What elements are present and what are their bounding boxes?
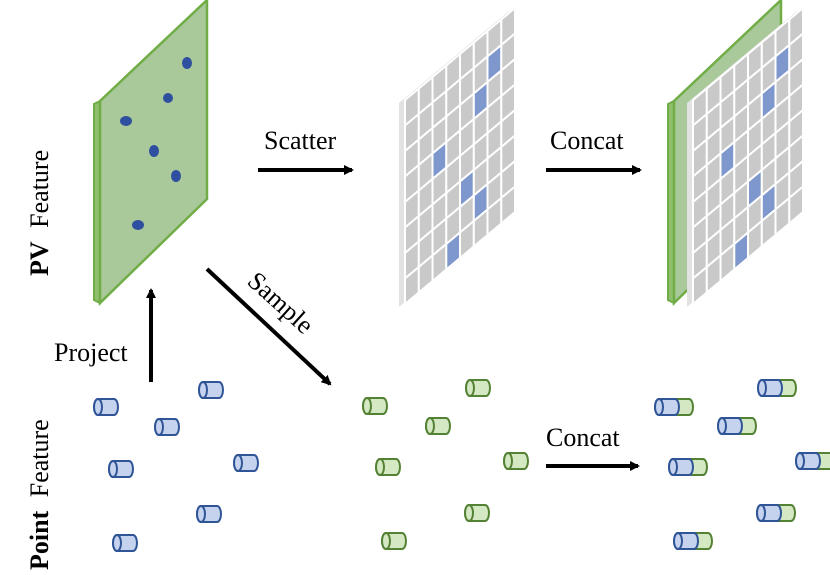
concat-blue-part (717, 417, 743, 435)
point-feature-axis-label: Point Feature (25, 419, 54, 570)
point-feature-cylinder (196, 505, 222, 523)
grid-cell (788, 184, 804, 226)
pv-feature-axis-label: PV Feature (25, 150, 54, 276)
pv-dot (182, 57, 192, 69)
sample-label: Sample (242, 266, 319, 340)
concat-blue-part (668, 458, 694, 476)
sampled-feature-cylinder (362, 397, 388, 415)
sampled-point-features (362, 379, 529, 550)
pv-dot (132, 220, 144, 230)
pv-dot (171, 170, 181, 182)
sampled-feature-cylinder (464, 504, 490, 522)
point-feature-label-bold: Point (25, 510, 54, 570)
pv-dot (149, 145, 159, 157)
sampled-feature-cylinder (381, 532, 407, 550)
scattered-bev-grid (399, 5, 516, 307)
concat-bev-grid (687, 5, 804, 307)
point-feature-cylinder (93, 398, 119, 416)
sampled-feature-cylinder (425, 417, 451, 435)
sample-arrow (205, 267, 332, 386)
sampled-feature-cylinder (465, 379, 491, 397)
point-feature-label-rest: Feature (25, 419, 54, 497)
scatter-label: Scatter (264, 126, 337, 155)
concat-top-label: Concat (550, 126, 624, 155)
concat-blue-part (756, 504, 782, 522)
concat-blue-part (795, 452, 821, 470)
point-feature-cylinder (154, 418, 180, 436)
pv-dot (163, 93, 173, 103)
sampled-feature-cylinder (503, 452, 529, 470)
concat-blue-part (654, 398, 680, 416)
pv-feature-label-rest: Feature (25, 150, 54, 228)
pv-feature-dots (120, 57, 192, 230)
point-feature-cylinder (108, 460, 134, 478)
concatenated-point-features (654, 379, 830, 550)
point-feature-cylinder (233, 454, 259, 472)
project-label: Project (54, 338, 128, 367)
sampled-feature-cylinder (375, 458, 401, 476)
pv-dot (120, 116, 132, 126)
point-feature-cylinder (112, 534, 138, 552)
point-feature-cylinder (198, 381, 224, 399)
pv-feature-label-bold: PV (25, 241, 54, 276)
grid-cell (500, 184, 516, 226)
concat-bottom-label: Concat (546, 423, 620, 452)
raw-point-features (93, 381, 259, 552)
concat-blue-part (757, 379, 783, 397)
concat-blue-part (673, 532, 699, 550)
